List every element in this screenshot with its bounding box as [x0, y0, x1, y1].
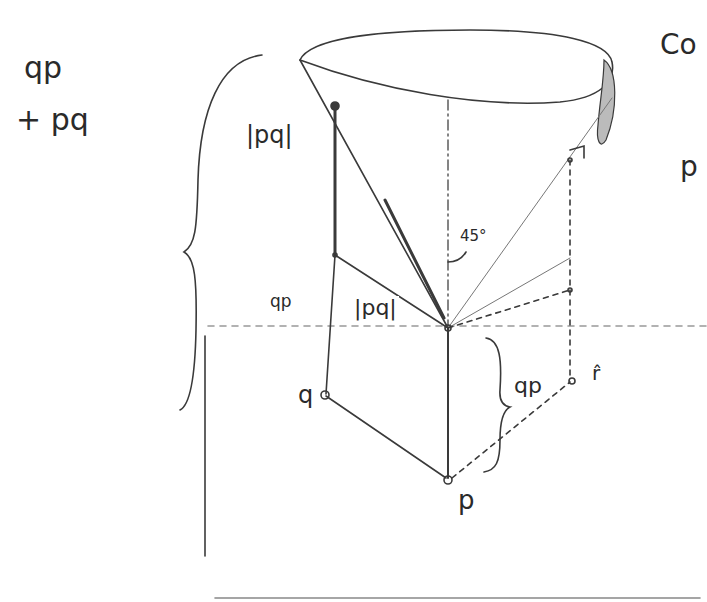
segment-label: qp: [512, 374, 544, 398]
note-text: Co: [658, 30, 699, 60]
cone-rim: [300, 30, 613, 103]
point-label: q: [296, 382, 315, 408]
length-label: |pq|: [352, 296, 399, 320]
cone-line: [448, 258, 570, 328]
cone-side: [448, 98, 612, 328]
r-direction: [452, 382, 570, 478]
note-text: + pq: [14, 104, 91, 136]
cone-axis: [447, 100, 449, 326]
dashed-line: [448, 290, 570, 328]
point: [321, 391, 329, 399]
point: [444, 476, 452, 484]
frame-line: [204, 336, 206, 556]
brace: [180, 55, 262, 410]
pencil-lines: [180, 30, 707, 598]
point: [569, 378, 575, 384]
dashed-vertical: [569, 160, 571, 380]
segment-label: qp: [268, 292, 294, 311]
vector-label: r̂: [590, 362, 602, 384]
point-label: p: [456, 486, 477, 514]
angle-label: 45°: [458, 228, 489, 245]
point: [331, 102, 339, 110]
brace: [484, 338, 510, 472]
point: [568, 158, 572, 162]
note-text: p: [678, 152, 700, 182]
right-angle: [570, 146, 584, 158]
pq-segment: [334, 108, 337, 255]
frame-line: [215, 597, 700, 599]
length-label: |pq|: [244, 122, 295, 148]
angle-arc: [448, 252, 466, 262]
vertical-line: [447, 328, 449, 478]
qp-segment: [326, 396, 446, 478]
vertical-line: [326, 255, 335, 394]
rim-shading: [597, 60, 614, 144]
note-text: qp: [22, 52, 64, 84]
point: [333, 253, 337, 257]
point: [568, 288, 572, 292]
cone-side: [300, 60, 448, 328]
